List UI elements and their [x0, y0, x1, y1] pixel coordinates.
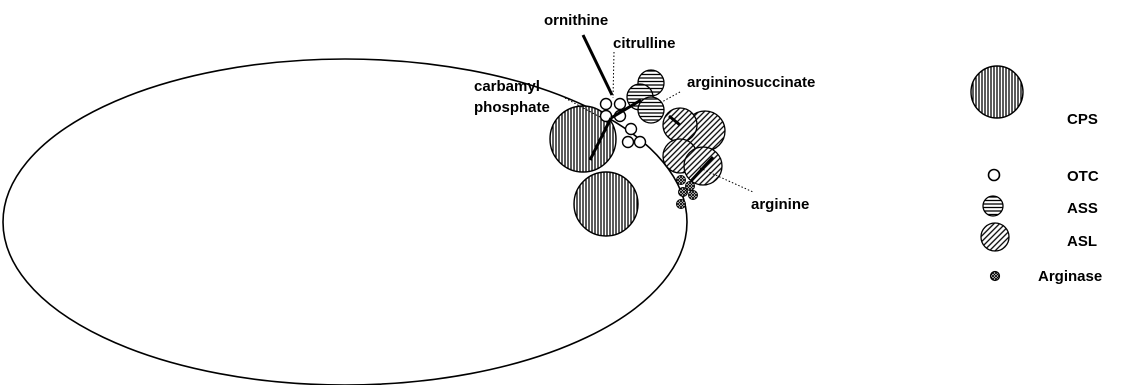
arginase-particle	[677, 200, 686, 209]
ornithine-entry-line	[583, 35, 612, 95]
legend-arginase-label: Arginase	[1038, 268, 1102, 285]
legend-asl-label: ASL	[1067, 233, 1097, 250]
legend-otc-label: OTC	[1067, 168, 1099, 185]
cps-particle	[574, 172, 638, 236]
arginase-particle	[677, 176, 686, 185]
arginase-particle	[679, 188, 688, 197]
argininosuccinate-leader	[660, 92, 680, 103]
legend-ass-swatch	[983, 196, 1003, 216]
citrulline-leader	[613, 52, 614, 98]
ass-particle	[638, 97, 664, 123]
otc-particle	[601, 99, 612, 110]
label-ornithine: ornithine	[544, 12, 608, 29]
label-carbamyl: carbamyl	[474, 78, 540, 95]
label-arginine: arginine	[751, 196, 809, 213]
legend-asl-swatch	[981, 223, 1009, 251]
legend: CPS OTC ASS ASL Arginase	[971, 66, 1102, 285]
otc-particle	[623, 137, 634, 148]
legend-arginase-swatch	[991, 272, 1000, 281]
legend-cps-swatch	[971, 66, 1023, 118]
legend-cps-label: CPS	[1067, 111, 1098, 128]
otc-particle	[635, 137, 646, 148]
arginase-particle	[689, 191, 698, 200]
otc-particle	[626, 124, 637, 135]
legend-ass-label: ASS	[1067, 200, 1098, 217]
otc-particle	[615, 99, 626, 110]
legend-otc-swatch	[989, 170, 1000, 181]
label-citrulline: citrulline	[613, 35, 676, 52]
label-argininosuccinate: argininosuccinate	[687, 74, 815, 91]
label-phosphate: phosphate	[474, 99, 550, 116]
